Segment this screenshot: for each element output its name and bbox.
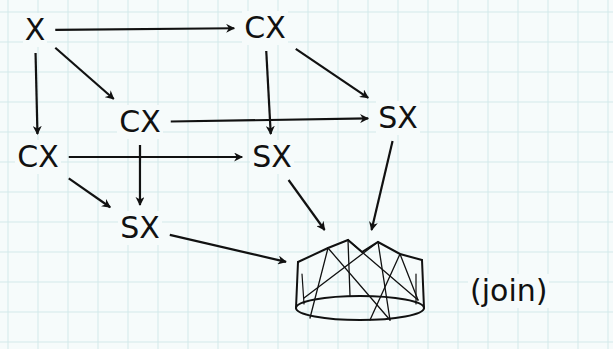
grid-line: [458, 0, 459, 349]
grid-line: [578, 0, 579, 349]
space-node: SX: [114, 209, 166, 247]
arrow-connector: [69, 178, 110, 207]
join-label: (join): [468, 274, 549, 308]
arrow-connector: [55, 48, 113, 99]
grid-line: [0, 192, 613, 193]
grid-line: [428, 0, 429, 349]
space-node: X: [19, 11, 52, 49]
grid-line: [0, 252, 613, 253]
node-label: SX: [376, 101, 420, 135]
grid-line: [38, 0, 39, 349]
node-label: CX: [242, 11, 288, 45]
grid-line: [0, 72, 613, 73]
grid-line: [98, 0, 99, 349]
join-cone: (join): [290, 234, 430, 324]
arrow-connector: [139, 145, 141, 205]
grid-line: [0, 312, 613, 313]
arrow-connector: [69, 156, 242, 158]
arrow-connector: [372, 141, 393, 230]
arrow-connector: [266, 51, 270, 134]
node-label: CX: [117, 105, 163, 139]
arrow-connector: [289, 180, 325, 230]
grid-line: [8, 0, 9, 349]
node-label: X: [23, 13, 48, 47]
grid-line: [0, 42, 613, 43]
grid-line: [608, 0, 609, 349]
grid-line: [278, 0, 279, 349]
grid-line: [308, 0, 309, 349]
arrow-connector: [55, 28, 234, 30]
grid-line: [398, 0, 399, 349]
grid-line: [0, 162, 613, 163]
grid-line: [128, 0, 129, 349]
grid-line: [0, 12, 613, 13]
grid-line: [0, 342, 613, 343]
grid-line: [218, 0, 219, 349]
space-node: CX: [238, 9, 292, 47]
crown-drawing: [290, 234, 430, 324]
arrow-connector: [36, 53, 38, 134]
node-label: SX: [118, 211, 162, 245]
grid-line: [158, 0, 159, 349]
grid-line: [0, 102, 613, 103]
arrow-connector: [171, 118, 368, 121]
space-node: CX: [11, 138, 65, 176]
arrow-connector: [296, 49, 368, 98]
node-label: CX: [15, 140, 61, 174]
space-node: CX: [113, 103, 167, 141]
grid-line: [248, 0, 249, 349]
grid-line: [0, 222, 613, 223]
grid-line: [188, 0, 189, 349]
arrow-connector: [170, 235, 286, 262]
space-node: SX: [246, 138, 298, 176]
node-label: SX: [250, 140, 294, 174]
space-node: SX: [372, 99, 424, 137]
grid-line: [0, 132, 613, 133]
grid-line: [68, 0, 69, 349]
